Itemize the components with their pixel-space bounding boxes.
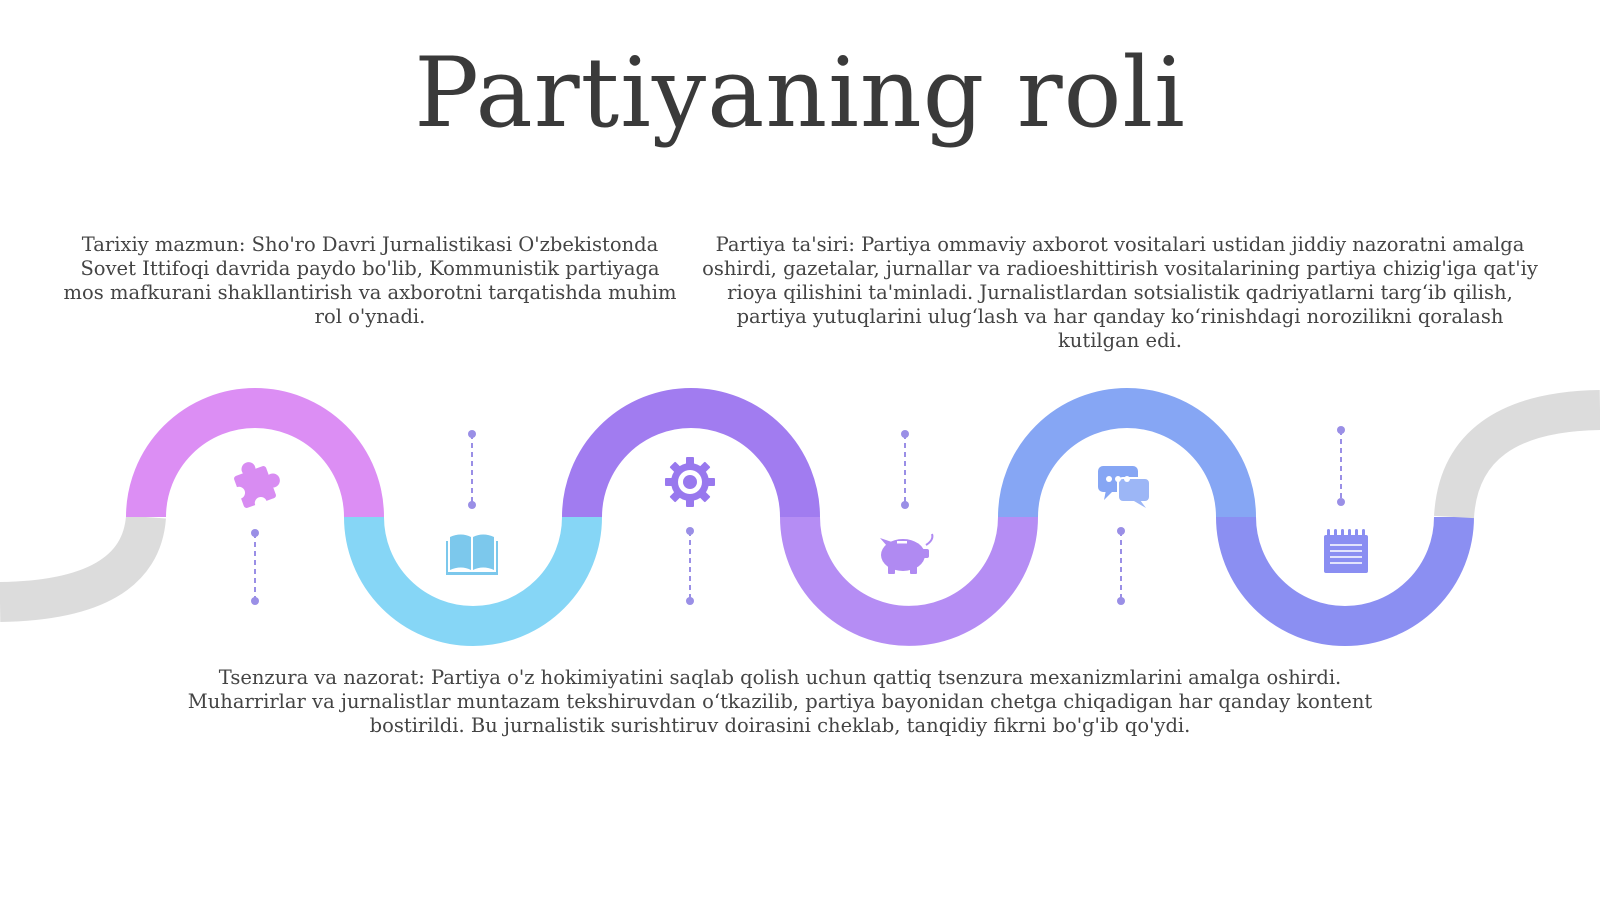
connector-gear [686, 527, 694, 605]
text-tsenzura-nazorat: Tsenzura va nazorat: Partiya o'z hokimiy… [187, 666, 1373, 737]
connector-notepad [1337, 426, 1345, 506]
wave-segment-pink-arch [126, 388, 384, 518]
puzzle-icon [233, 462, 280, 509]
notepad-icon [1324, 529, 1368, 573]
chat-icon [1098, 466, 1151, 508]
wave-segment-purple-arch [562, 388, 820, 518]
connector-book [468, 430, 476, 509]
book-icon [446, 534, 498, 575]
text-partiya-tasiri: Partiya ta'siri: Partiya ommaviy axborot… [702, 233, 1538, 352]
connector-puzzle [251, 529, 259, 605]
wave-segment-cyan-arch [344, 516, 602, 646]
text-tarixiy-mazmun: Tarixiy mazmun: Sho'ro Davri Jurnalistik… [63, 233, 677, 328]
wave-segment-left-tail [0, 514, 166, 622]
wave-segment-violet-arch [780, 516, 1038, 646]
page-title: Partiyaning roli [414, 37, 1186, 149]
gear-icon [665, 457, 715, 507]
wave-segment-right-tail [1434, 390, 1600, 519]
connector-chat [1117, 527, 1125, 605]
piggy-bank-icon [880, 533, 934, 574]
connector-piggy [901, 430, 909, 509]
wave-segment-indigo-arch [1216, 516, 1474, 646]
wave-segment-blue-arch [998, 388, 1256, 518]
